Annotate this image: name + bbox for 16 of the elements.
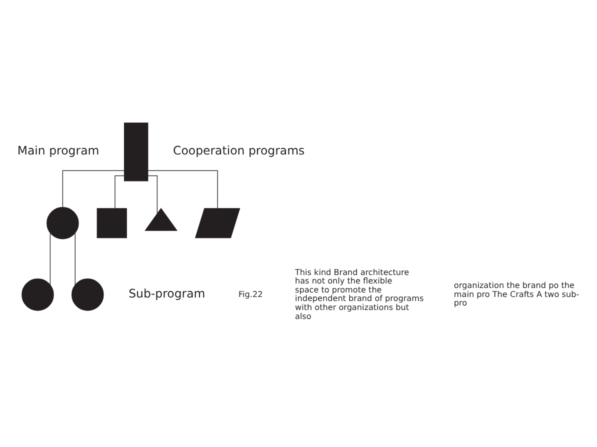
connector (50, 232, 51, 286)
node-circle (72, 278, 104, 311)
node-parallelogram (194, 208, 240, 238)
label: Main program (17, 144, 100, 158)
connector (148, 170, 218, 209)
node-circle (46, 206, 79, 240)
label: Cooperation programs (173, 144, 305, 158)
connector (148, 175, 158, 214)
node-box (96, 208, 127, 238)
node-box (124, 122, 148, 182)
node-triangle (144, 208, 178, 231)
connector (114, 175, 125, 209)
node-circle (22, 278, 54, 311)
label: Sub-program (128, 286, 206, 300)
connector (74, 232, 76, 286)
connector (62, 170, 125, 208)
